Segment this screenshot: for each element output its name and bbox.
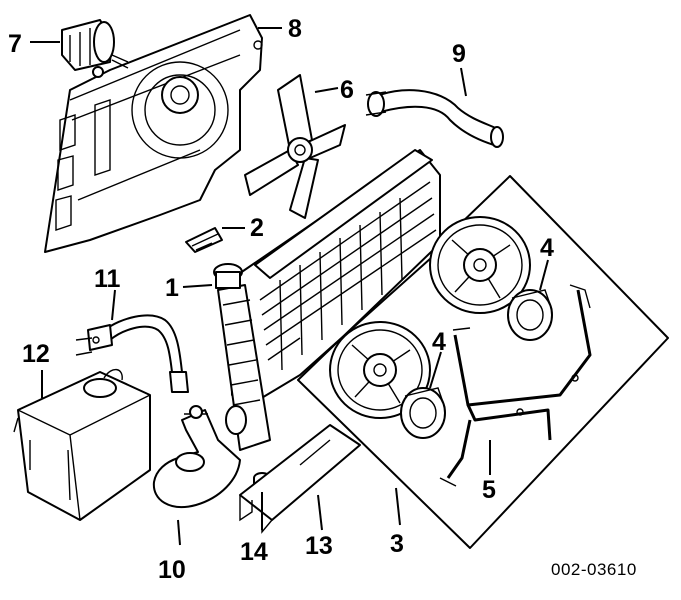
callout-2: 2 — [250, 214, 264, 242]
fan-motor-upper — [507, 289, 553, 341]
callout-3: 3 — [390, 530, 404, 558]
fan-motor — [61, 19, 129, 78]
fan-motor-lower — [400, 387, 446, 439]
callout-13: 13 — [305, 532, 333, 560]
callout-8: 8 — [288, 15, 302, 43]
coolant-reservoir — [13, 368, 151, 521]
upper-radiator-hose — [365, 89, 504, 148]
radiator-clip — [185, 227, 223, 253]
callout-7: 7 — [8, 30, 22, 58]
callout-5: 5 — [482, 476, 496, 504]
auxiliary-fan-lower — [329, 321, 431, 419]
callout-12: 12 — [22, 340, 50, 368]
auxiliary-fan-upper — [429, 216, 531, 314]
fan-blade — [244, 74, 346, 219]
callout-4-upper: 4 — [540, 234, 554, 262]
callout-11: 11 — [94, 265, 121, 293]
callout-10: 10 — [158, 556, 186, 584]
callout-labels: 7 8 9 6 2 1 11 12 4 4 5 3 13 14 10 — [8, 15, 554, 584]
callout-9: 9 — [452, 40, 466, 68]
overflow-hose — [75, 314, 189, 393]
radiator — [213, 149, 441, 451]
leader-lines — [30, 27, 549, 546]
callout-6: 6 — [340, 76, 354, 104]
callout-14: 14 — [240, 538, 268, 566]
fan-mounting-bracket — [439, 284, 592, 487]
callout-1: 1 — [165, 274, 179, 302]
catalog-number: 002-03610 — [551, 560, 637, 579]
fan-shroud — [44, 14, 263, 253]
callout-4-lower: 4 — [432, 328, 446, 356]
lower-radiator-hose — [152, 405, 241, 508]
